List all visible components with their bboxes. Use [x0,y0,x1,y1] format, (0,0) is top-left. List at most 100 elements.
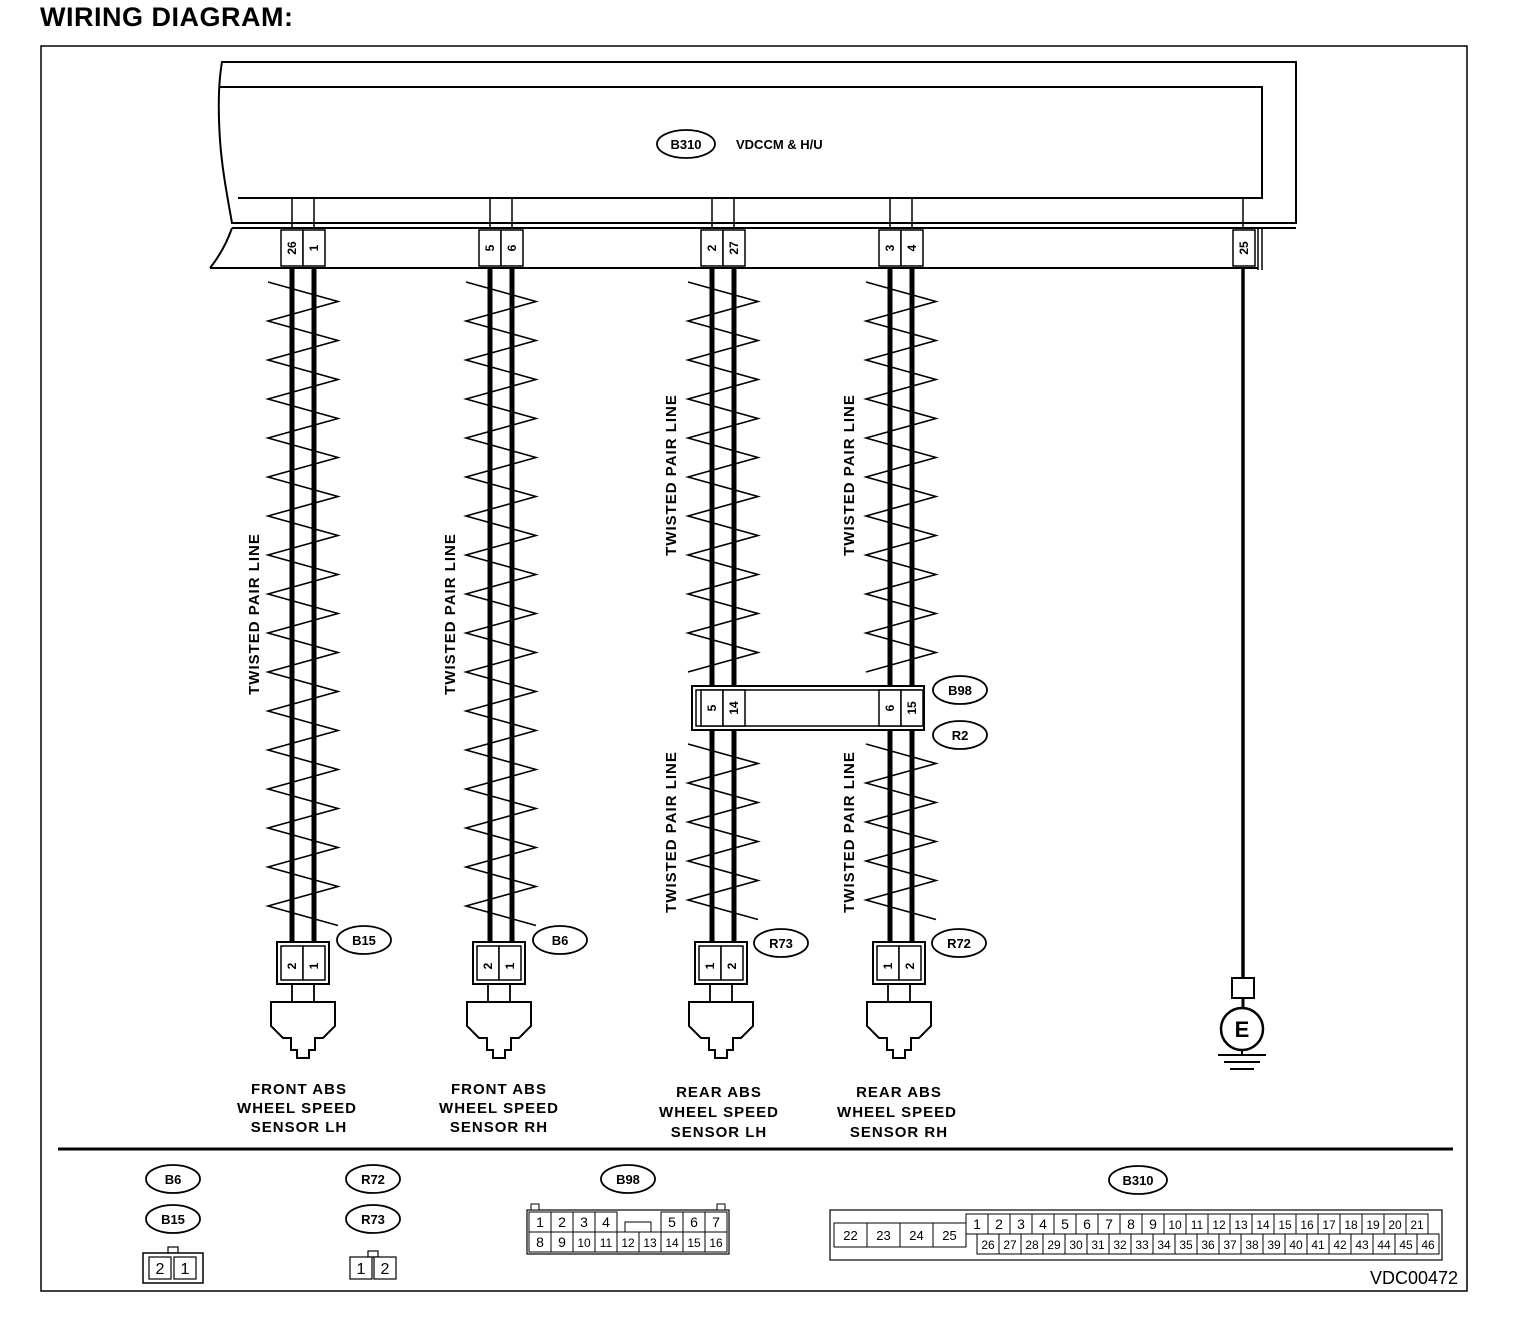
b6-label: B6 [552,933,569,948]
pin-label: 2 [705,244,719,251]
r2-oval [932,720,988,750]
twist-line [265,281,341,927]
b310-cell-label: 9 [1149,1216,1157,1232]
module-connector-label: B310 [670,137,701,152]
sensor-3-line-2: WHEEL SPEED [659,1104,779,1121]
b98-cell [704,1231,728,1253]
b310-cell-label: 20 [1388,1218,1402,1232]
twist-line [863,281,939,673]
twisted-pair-label-1: TWISTED PAIR LINE [246,533,263,695]
pin-label: 25 [1237,241,1251,255]
legend-two-pin-b: 1 2 [349,1250,397,1280]
sensor-4-line-1: REAR ABS [856,1084,942,1101]
legend-cell: 2 [156,1261,165,1278]
intermediate-connector: 5 14 6 15 [691,685,925,731]
pin-label: 4 [905,244,919,251]
legend-b6-oval [145,1164,201,1194]
sensor-2-line-2: WHEEL SPEED [439,1100,559,1117]
b310-cell-label: 38 [1245,1238,1259,1252]
twisted-pair-label-6: TWISTED PAIR LINE [841,751,858,913]
twisted-pair-rear-rh-upper [863,268,939,686]
b98-cell-label: 7 [712,1214,720,1230]
sensor-2-line-1: FRONT ABS [451,1081,547,1098]
b98-frame [526,1209,730,1255]
sensor-4-line-3: SENSOR RH [850,1124,948,1141]
b310-cell-label: 5 [1061,1216,1069,1232]
twist-line [863,743,939,921]
b310-cell-label: 45 [1399,1238,1413,1252]
b310-cell-label: 3 [1017,1216,1025,1232]
b310-cell-label: 13 [1234,1218,1248,1232]
b310-cell [833,1222,868,1248]
b310-cell-label: 24 [909,1228,923,1243]
inter-pin: 15 [905,701,919,715]
pin-4: 4 [900,198,924,267]
inter-pin: 5 [705,704,719,711]
twisted-pair-rear-lh-lower [685,730,761,942]
pin-label: 26 [285,241,299,255]
twisted-pair-front-rh [463,268,539,942]
b310-cell-label: 40 [1289,1238,1303,1252]
twisted-pair-label-5: TWISTED PAIR LINE [663,751,680,913]
sensor-pin: 1 [503,962,517,969]
b310-cell-label: 21 [1410,1218,1424,1232]
legend-r72-label: R72 [361,1172,385,1187]
sensor-4-line-2: WHEEL SPEED [837,1104,957,1121]
b310-cell-label: 12 [1212,1218,1226,1232]
b310-cell-label: 29 [1047,1238,1061,1252]
b310-cell-label: 41 [1311,1238,1325,1252]
module-pins: 26 1 5 6 2 27 3 [280,198,1256,267]
twisted-pair-label-3: TWISTED PAIR LINE [663,394,680,556]
legend-r73-label: R73 [361,1212,385,1227]
b310-cell-label: 37 [1223,1238,1237,1252]
pin-27: 27 [722,198,746,267]
b310-cell-label: 11 [1191,1218,1204,1232]
legend-cell: 1 [357,1261,366,1278]
sensor-1-line-2: WHEEL SPEED [237,1100,357,1117]
b310-cell-label: 43 [1355,1238,1369,1252]
b98-cell-label: 3 [580,1214,588,1230]
b310-cell [866,1222,901,1248]
sensor-2-line-3: SENSOR RH [450,1119,548,1136]
sensor-outline [466,1001,532,1059]
twisted-pair-label-4: TWISTED PAIR LINE [841,394,858,556]
legend-b15-label: B15 [161,1212,185,1227]
r73-label: R73 [769,936,793,951]
pin-25: 25 [1232,198,1256,267]
inter-pin: 6 [883,704,897,711]
ground-label: E [1235,1017,1250,1042]
r72-oval [931,928,987,958]
b310-cell-label: 16 [1300,1218,1314,1232]
b15-label: B15 [352,933,376,948]
legend-b6-label: B6 [165,1172,182,1187]
sensor-pin: 2 [725,962,739,969]
b310-cell-label: 30 [1069,1238,1083,1252]
b310-cell-label: 8 [1127,1216,1135,1232]
b310-cell [899,1222,934,1248]
b310-cell-label: 35 [1179,1238,1193,1252]
b310-cell-label: 44 [1377,1238,1391,1252]
b98-cell-label: 9 [558,1234,566,1250]
b310-cell [1416,1233,1440,1255]
b98-cell-label: 15 [687,1236,701,1250]
pin-1: 1 [302,198,326,267]
sensor-body-front-rh [466,984,532,1059]
sensor-1-line-3: SENSOR LH [251,1119,348,1136]
b310-cell-label: 46 [1421,1238,1435,1252]
b310-cell-label: 17 [1322,1218,1336,1232]
b310-cell-label: 14 [1256,1218,1270,1232]
r2-label: R2 [952,728,969,743]
b310-cell-label: 18 [1344,1218,1358,1232]
twisted-pair-rear-rh-lower [863,730,939,942]
pin-26: 26 [280,198,304,267]
sensor-1-line-1: FRONT ABS [251,1081,347,1098]
b98-cell-label: 8 [536,1234,544,1250]
twisted-pair-label-2: TWISTED PAIR LINE [442,533,459,695]
sensor-body-front-lh [270,984,336,1059]
sensor-outline [688,1001,754,1059]
pin-2: 2 [700,198,724,267]
b98-cell-label: 2 [558,1214,566,1230]
twist-line [463,281,539,927]
